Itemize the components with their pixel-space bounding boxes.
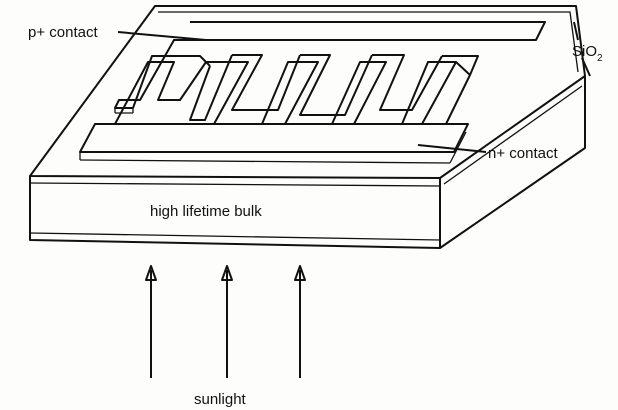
- wafer-front-face: [29, 176, 441, 249]
- bulk-label: high lifetime bulk: [150, 203, 262, 220]
- oxide-label-main: SiO: [572, 43, 597, 60]
- wafer-top-surface: [29, 5, 586, 179]
- p-contact-label: p+ contact: [28, 24, 98, 41]
- sunlight-label: sunlight: [194, 391, 247, 408]
- oxide-label: SiO2: [572, 43, 603, 64]
- sunlight-arrow-1: [145, 265, 157, 378]
- sunlight-arrow-2: [221, 265, 233, 378]
- sunlight-arrow-3: [294, 265, 306, 378]
- oxide-label-subscript: 2: [597, 53, 603, 64]
- p-contact-leader: [117, 31, 207, 41]
- n-contact-label: n+ contact: [488, 145, 558, 162]
- oxide-leader-top: [573, 21, 579, 41]
- n-contact-comb: [79, 61, 471, 164]
- p-contact-comb: [114, 21, 546, 121]
- oxide-leader-bottom: [581, 57, 591, 77]
- wafer-side-face: [439, 76, 586, 249]
- n-contact-leader: [417, 144, 487, 153]
